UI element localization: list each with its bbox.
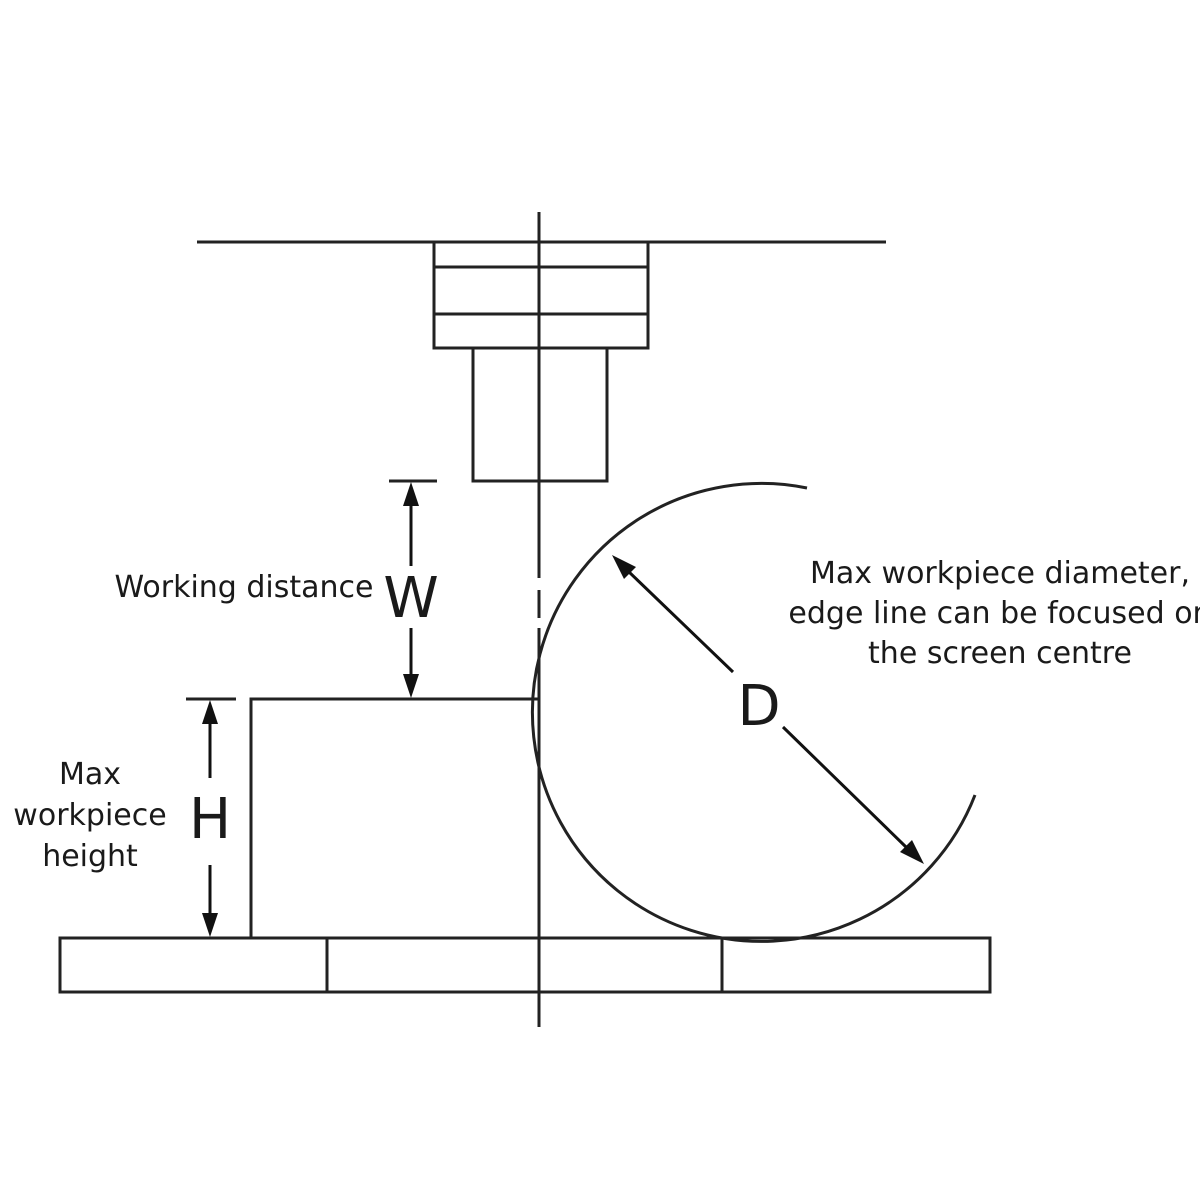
diameter-label-line2: edge line can be focused on (788, 596, 1200, 631)
h-arrowhead-up (202, 700, 218, 724)
w-arrowhead-down (403, 674, 419, 698)
max-height-label-line3: height (42, 839, 138, 874)
diameter-label-line3: the screen centre (868, 636, 1132, 671)
d-dimension-label: D (737, 674, 780, 739)
d-arrow-upper (626, 569, 735, 674)
round-workpiece-arc (530, 481, 977, 943)
max-height-label-line2: workpiece (13, 798, 166, 833)
h-arrowhead-down (202, 913, 218, 937)
working-distance-label: Working distance (114, 570, 373, 605)
d-arrowhead-upper (612, 555, 636, 579)
d-arrow-lower (781, 725, 908, 849)
base-table (58, 936, 992, 994)
w-dimension-label: W (383, 566, 438, 631)
h-dimension-label: H (189, 787, 231, 852)
workpiece-block (249, 697, 539, 938)
lens-head-block (432, 240, 650, 350)
max-height-label-line1: Max (59, 757, 121, 792)
d-arrowhead-lower (900, 840, 924, 864)
diameter-label-line1: Max workpiece diameter, (810, 556, 1190, 591)
w-arrowhead-up (403, 482, 419, 506)
